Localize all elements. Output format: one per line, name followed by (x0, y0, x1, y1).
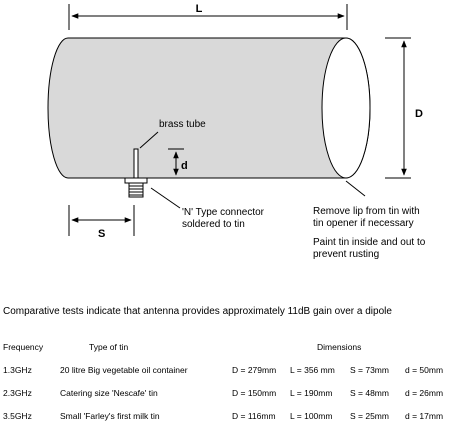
row2-D: D = 150mm (232, 388, 276, 398)
row1-d: d = 50mm (405, 365, 443, 375)
probe-assembly: brass tube (124, 119, 206, 198)
row3-frequency: 3.5GHz (3, 411, 32, 421)
row3-S: S = 25mm (350, 411, 389, 421)
tin-can (47, 37, 371, 179)
connector-label-line2: soldered to tin (182, 219, 245, 230)
header-tin-type: Type of tin (89, 342, 128, 352)
row3-d: d = 17mm (405, 411, 443, 421)
probe-height-label: d (181, 160, 188, 172)
connector-label-line1: 'N' Type connector (182, 207, 265, 218)
remove-lip-line1: Remove lip from tin with (313, 206, 420, 217)
length-label: L (196, 3, 203, 15)
row3-tin: Small 'Farley's first milk tin (60, 411, 160, 421)
row1-frequency: 1.3GHz (3, 365, 32, 375)
row2-d: d = 26mm (405, 388, 443, 398)
row2-S: S = 48mm (350, 388, 389, 398)
brass-tube (133, 148, 139, 179)
row3-D: D = 116mm (232, 411, 276, 421)
header-dimensions: Dimensions (317, 342, 361, 352)
probe-height-dimension: d (168, 148, 188, 179)
remove-lip-line2: tin opener if necessary (313, 218, 414, 229)
probe-offset-label: S (98, 228, 105, 240)
length-dimension: L (68, 3, 348, 30)
row2-tin: Catering size 'Nescafe' tin (60, 388, 158, 398)
paint-line2: prevent rusting (313, 249, 379, 260)
row3-L: L = 100mm (290, 411, 332, 421)
row1-tin: 20 litre Big vegetable oil container (60, 365, 188, 375)
diameter-label: D (415, 108, 423, 120)
diameter-dimension: D (385, 37, 423, 179)
tin-open-end (321, 37, 371, 179)
dimensions-table: Frequency Type of tin Dimensions 1.3GHz … (3, 342, 443, 421)
paint-line1: Paint tin inside and out to (313, 237, 426, 248)
row2-L: L = 190mm (290, 388, 332, 398)
probe-offset-dimension: S (68, 205, 135, 240)
comparative-note: Comparative tests indicate that antenna … (3, 306, 392, 317)
row1-S: S = 73mm (350, 365, 389, 375)
brass-tube-label: brass tube (159, 119, 206, 130)
row1-D: D = 279mm (232, 365, 276, 375)
row2-frequency: 2.3GHz (3, 388, 32, 398)
row1-L: L = 356 mm (290, 365, 335, 375)
n-connector-flange (124, 177, 148, 184)
header-frequency: Frequency (3, 342, 44, 352)
